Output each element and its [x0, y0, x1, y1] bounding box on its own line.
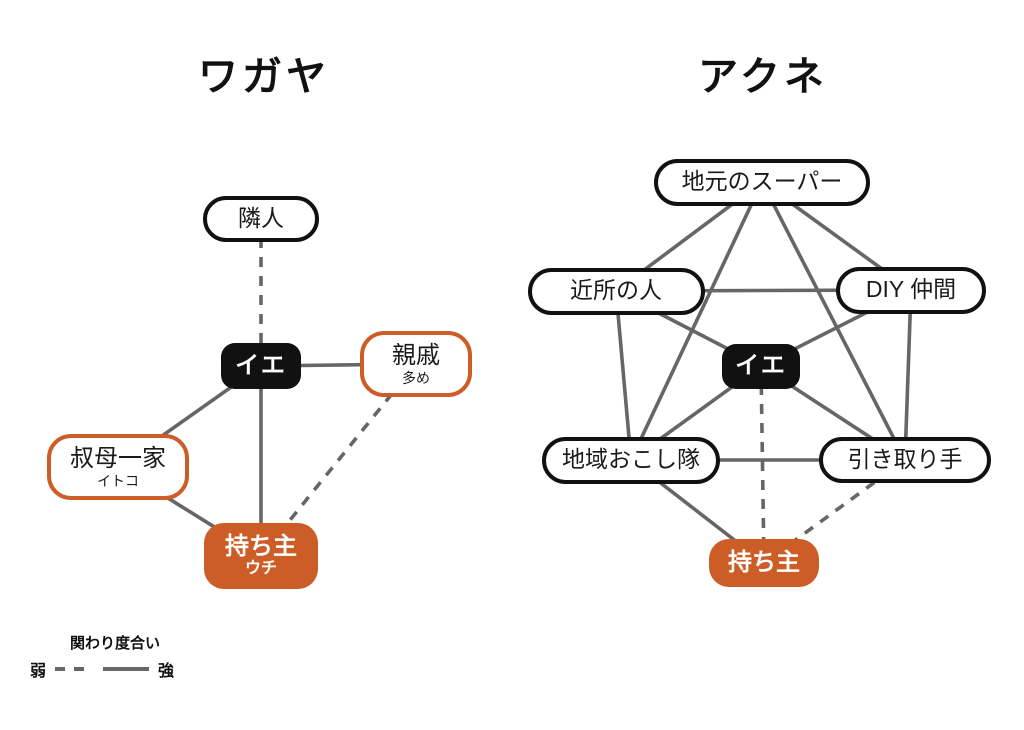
node-local-supermarket: 地元のスーパー: [654, 158, 870, 206]
node-label: 持ち主: [225, 533, 297, 561]
node-diy-mates: DIY 仲間: [836, 266, 986, 314]
node-label: 引き取り手: [847, 446, 963, 473]
node-label: イエ: [235, 351, 287, 379]
node-label: イエ: [735, 351, 787, 379]
node-owner: 持ち主ウチ: [204, 523, 318, 589]
diagram-title-akune: アクネ: [698, 55, 828, 99]
node-label: 近所の人: [570, 277, 662, 304]
node-ie-house: イエ: [221, 343, 301, 389]
strong-line-sample-icon: [103, 667, 150, 671]
weak-line-sample-icon: [55, 667, 94, 671]
legend-scale: 弱 強: [30, 657, 174, 681]
node-label: 持ち主: [728, 548, 800, 576]
node-ie-house: イエ: [722, 343, 800, 389]
legend-title: 関わり度合い: [70, 635, 161, 652]
node-sublabel: ウチ: [244, 560, 277, 578]
edge-ie-house-owner: [759, 365, 766, 564]
edge-local-supermarket-community-team: [629, 181, 764, 461]
node-taker: 引き取り手: [819, 437, 991, 483]
node-relatives: 親戚多め: [360, 331, 472, 397]
edge-neighborhood-people-community-team: [614, 290, 633, 461]
node-owner: 持ち主: [709, 539, 819, 587]
legend-strong-label: 強: [158, 663, 175, 680]
node-label: 地域おこし隊: [562, 446, 700, 473]
edge-local-supermarket-taker: [760, 181, 907, 461]
involvement-legend: 関わり度合い 弱 強: [30, 632, 174, 681]
edge-diy-mates-taker: [903, 289, 913, 461]
node-neighbor: 隣人: [203, 196, 319, 242]
legend-weak-label: 弱: [30, 663, 47, 680]
node-label: 叔母一家: [70, 444, 166, 472]
node-neighborhood-people: 近所の人: [527, 267, 705, 315]
node-sublabel: 多め: [402, 369, 430, 386]
node-aunt-family: 叔母一家イトコ: [47, 434, 189, 500]
node-label: DIY 仲間: [865, 276, 957, 303]
node-label: 隣人: [238, 205, 284, 232]
diagram-title-wagaya: ワガヤ: [198, 55, 330, 99]
node-label: 地元のスーパー: [681, 168, 843, 195]
node-sublabel: イトコ: [97, 472, 139, 489]
node-label: 親戚: [392, 341, 440, 369]
node-community-team: 地域おこし隊: [542, 436, 720, 484]
